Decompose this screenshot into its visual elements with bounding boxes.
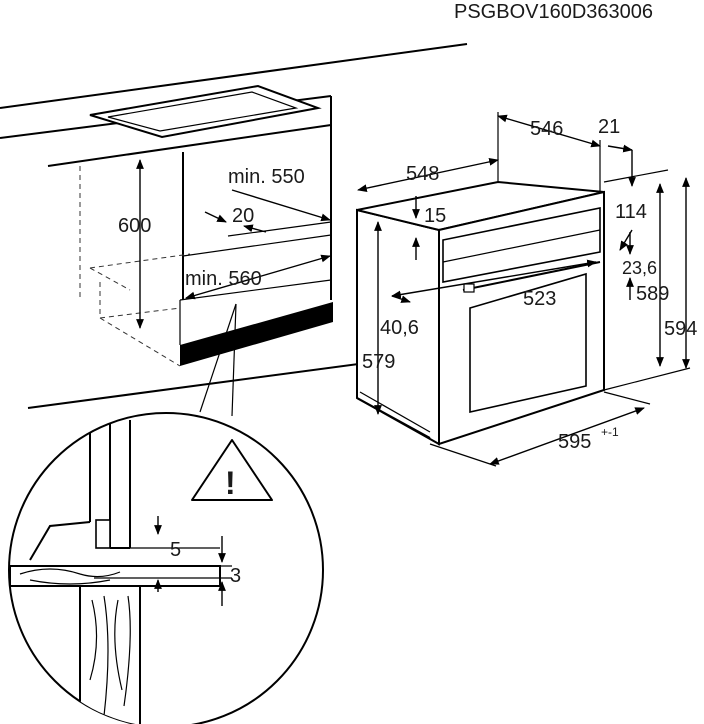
dim-3: 3	[230, 565, 241, 587]
detail-callout: 5 3 !	[8, 303, 324, 724]
dim-40-6: 40,6	[380, 317, 419, 339]
dim-20: 20	[232, 205, 254, 227]
dim-23-6: 23,6	[622, 258, 657, 278]
document-code: PSGBOV160D363006	[454, 1, 653, 23]
dim-594: 594	[664, 318, 697, 340]
warning-triangle-icon: !	[191, 439, 273, 501]
dim-15: 15	[424, 205, 446, 227]
dim-579: 579	[362, 351, 395, 373]
dim-min-550: min. 550	[228, 166, 305, 188]
warning-mark: !	[225, 465, 236, 501]
dim-548: 548	[406, 163, 439, 185]
dim-523: 523	[523, 288, 556, 310]
dim-21: 21	[598, 116, 620, 138]
dim-595-tolerance: +-1	[601, 425, 619, 439]
dim-595: 595	[558, 431, 591, 453]
dim-min-560: min. 560	[185, 268, 262, 290]
dim-589: 589	[636, 283, 669, 305]
dim-546: 546	[530, 118, 563, 140]
hob	[89, 84, 322, 139]
oven	[356, 180, 605, 446]
dim-600: 600	[118, 215, 151, 237]
dim-114: 114	[615, 201, 647, 223]
dim-5: 5	[170, 539, 181, 561]
